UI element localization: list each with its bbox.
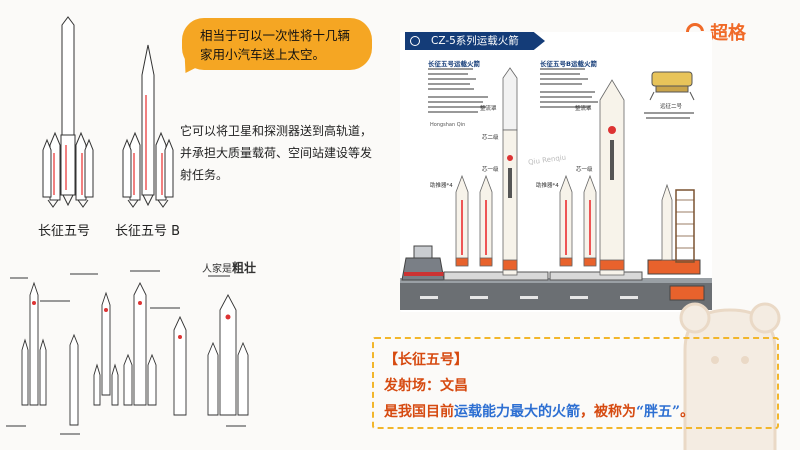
long-march-5b-rocket bbox=[122, 44, 174, 208]
hand-drawn-rockets bbox=[6, 270, 249, 435]
payload-module-illustration bbox=[649, 71, 695, 101]
long-march-5-rocket bbox=[42, 16, 94, 208]
speech-bubble: 相当于可以一次性将十几辆家用小汽车送上太空。 bbox=[182, 18, 372, 70]
payload-label: 远征二号 bbox=[660, 104, 683, 110]
capacity-highlight: 运载能力最大的火箭 bbox=[454, 404, 580, 420]
launch-site-line: 发射场：文昌 bbox=[384, 373, 767, 399]
cz5b-spec-title: 长征五号B运载火箭 bbox=[540, 60, 597, 68]
fairing-label-b: 整流罩 bbox=[575, 106, 592, 112]
capacity-line: 是我国目前运载能力最大的火箭，被称为“胖五”。 bbox=[384, 399, 767, 425]
info-heading: 【长征五号】 bbox=[384, 352, 468, 368]
cz5-spec-title: 长征五号运载火箭 bbox=[428, 60, 480, 68]
hand-drawn-title-prefix: 人家是 bbox=[202, 264, 232, 275]
capacity-mid: ，被称为 bbox=[580, 404, 636, 420]
hand-drawn-title-bold: 粗壮 bbox=[232, 261, 257, 275]
booster-label-b: 助推器*4 bbox=[536, 183, 559, 189]
rocket-info-box: 【长征五号】 发射场：文昌 是我国目前运载能力最大的火箭，被称为“胖五”。 bbox=[372, 337, 779, 429]
capacity-end: 。 bbox=[680, 404, 695, 420]
stage1-label: 芯一级 bbox=[482, 167, 499, 173]
transport-ship bbox=[401, 245, 445, 281]
launch-tower bbox=[647, 183, 705, 301]
booster-label: 助推器*4 bbox=[430, 183, 453, 189]
rocket-label-cz5: 长征五号 bbox=[38, 224, 91, 239]
cz5-spec-lines bbox=[428, 68, 488, 113]
cz5-core-rocket bbox=[502, 67, 518, 276]
cz5b-core-rocket bbox=[599, 79, 625, 276]
rocket-label-cz5b: 长征五号 B bbox=[115, 224, 181, 239]
rocket-logo-icon bbox=[410, 36, 420, 46]
cz5-scene bbox=[400, 67, 712, 310]
capacity-prefix: 是我国目前 bbox=[384, 404, 454, 420]
mascot-watermark bbox=[679, 302, 781, 450]
stage1-label-b: 芯一级 bbox=[576, 167, 593, 173]
rocket-description: 它可以将卫星和探测器送到高轨道，并承担大质量载荷、空间站建设等发射任务。 bbox=[180, 124, 373, 182]
payload-spec-lines bbox=[644, 112, 694, 119]
brand-name: 超格 bbox=[710, 23, 746, 44]
stage2-label: 芯二级 bbox=[482, 135, 499, 141]
nickname: “胖五” bbox=[636, 404, 681, 420]
long-march-rockets-illustration bbox=[42, 16, 174, 208]
infographic-title: CZ-5系列运载火箭 bbox=[405, 32, 545, 50]
launch-site-label: 发射场： bbox=[384, 378, 440, 394]
cz5b-boosters bbox=[559, 174, 597, 267]
fairing-label: 整流罩 bbox=[480, 106, 497, 112]
cz5b-spec-lines bbox=[540, 68, 598, 108]
hand-drawn-title: 人家是粗壮 bbox=[202, 259, 256, 276]
cz5-boosters bbox=[455, 174, 493, 267]
launch-site-value: 文昌 bbox=[440, 378, 468, 394]
infographic-author: Hongshan Qin bbox=[430, 122, 466, 128]
